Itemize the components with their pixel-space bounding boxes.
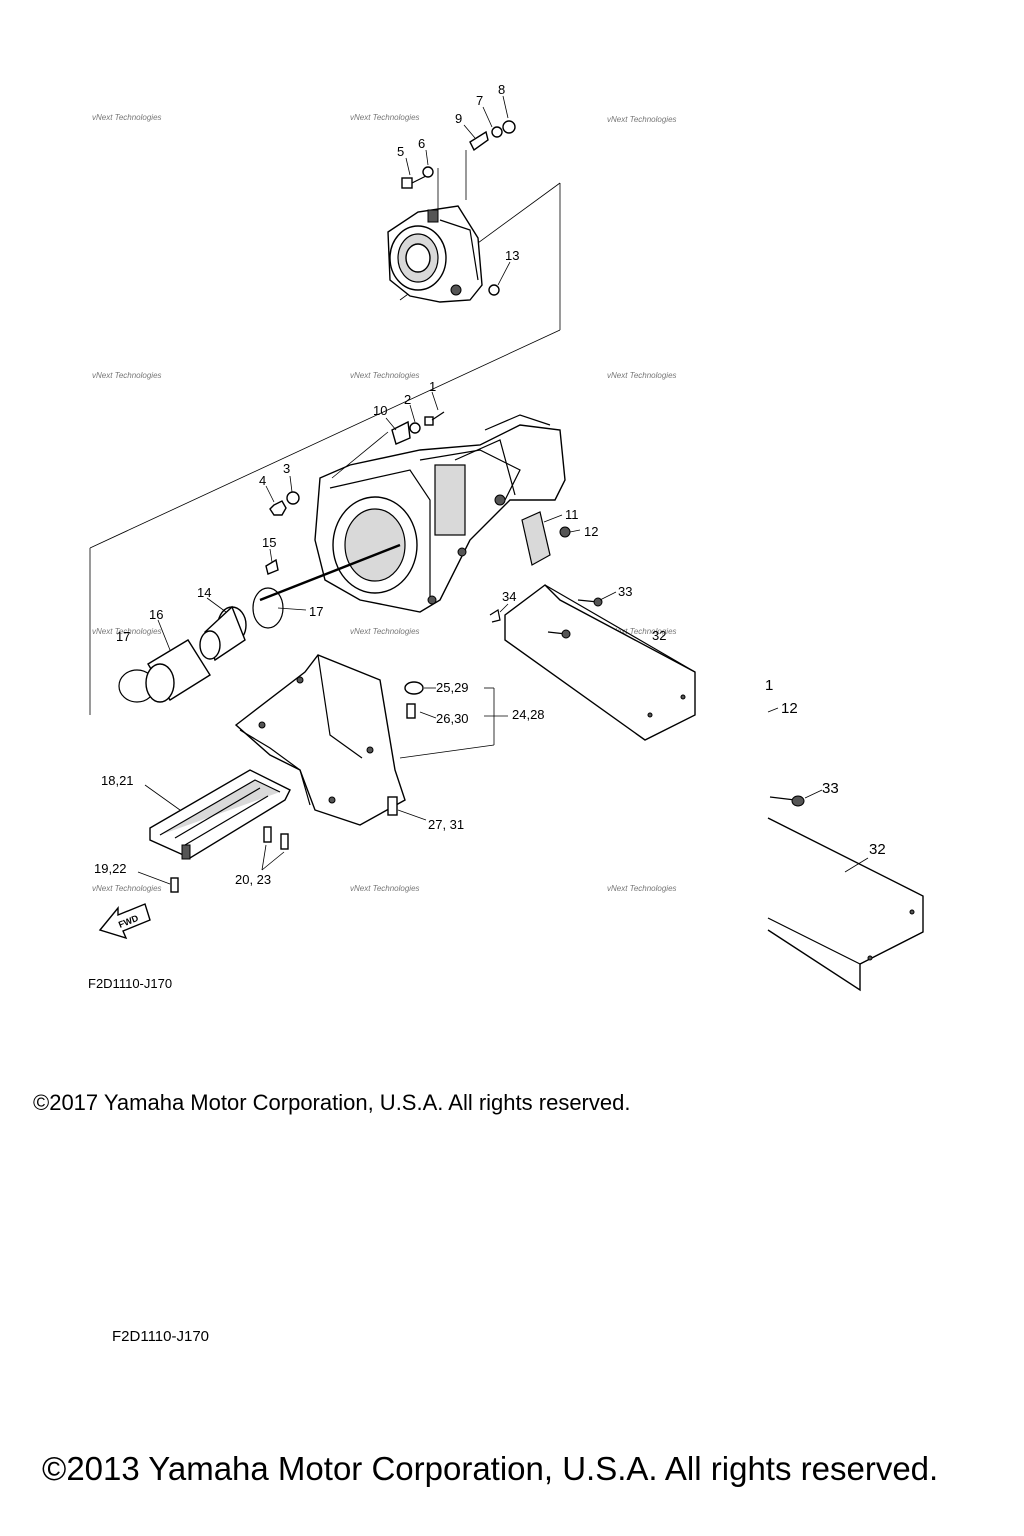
callout-label: 18,21 <box>101 773 134 788</box>
screw-15 <box>265 558 279 575</box>
block-11 <box>521 511 571 566</box>
watermark: vNext Technologies <box>350 371 420 380</box>
bolts-group <box>170 681 424 893</box>
shaft-boot-14 <box>199 605 247 662</box>
callout-label: 8 <box>498 82 505 97</box>
watermark-group: vNext Technologies vNext Technologies vN… <box>92 113 677 893</box>
leader-lines <box>137 95 617 885</box>
callout-label: 6 <box>418 136 425 151</box>
callout-label: 9 <box>455 111 462 126</box>
watermark: vNext Technologies <box>92 371 162 380</box>
callout-label: 15 <box>262 535 276 550</box>
intake-grate <box>234 654 406 826</box>
callout-label: 33 <box>618 584 632 599</box>
plate-32 <box>489 584 696 741</box>
callout-label: 34 <box>502 589 516 604</box>
callout-label: 5 <box>397 144 404 159</box>
inset-callout: 33 <box>822 780 839 797</box>
callout-label: 27, 31 <box>428 817 464 832</box>
callout-label: 10 <box>373 403 387 418</box>
callout-label: 3 <box>283 461 290 476</box>
impeller-housing <box>387 150 483 303</box>
fwd-arrow-icon: FWD <box>98 903 151 940</box>
callout-label: 4 <box>259 473 266 488</box>
ride-plate-18 <box>149 769 291 860</box>
hose-16 <box>145 639 211 703</box>
frame-lines <box>89 182 561 715</box>
inset-callout: 12 <box>781 700 798 717</box>
callout-label: 11 <box>565 507 579 522</box>
watermark: vNext Technologies <box>92 627 162 636</box>
watermark: vNext Technologies <box>350 627 420 636</box>
jet-pump-body <box>314 414 566 613</box>
copyright-2013: ©2013 Yamaha Motor Corporation, U.S.A. A… <box>42 1450 939 1487</box>
callout-label: 19,22 <box>94 861 127 876</box>
watermark: vNext Technologies <box>607 115 677 124</box>
watermark: vNext Technologies <box>607 884 677 893</box>
callout-label: 16 <box>149 607 163 622</box>
part-code-bottom: F2D1110-J170 <box>112 1328 210 1345</box>
watermark: vNext Technologies <box>350 884 420 893</box>
watermark: vNext Technologies <box>607 371 677 380</box>
watermark: vNext Technologies <box>92 884 162 893</box>
callout-label: 17 <box>309 604 323 619</box>
part-code: F2D1110-J170 <box>88 976 172 991</box>
callout-label: 24,28 <box>512 707 545 722</box>
callout-label: 25,29 <box>436 680 469 695</box>
callout-label: 14 <box>197 585 211 600</box>
watermark: vNext Technologies <box>92 113 162 122</box>
nut-washer-7-8 <box>469 120 516 152</box>
nut-13 <box>488 284 500 296</box>
callout-labels: 1 2 3 4 5 6 7 8 9 10 11 12 13 14 15 16 1… <box>94 82 666 887</box>
callout-label: 2 <box>404 392 411 407</box>
drive-shaft <box>259 543 401 602</box>
callout-label: 1 <box>429 379 436 394</box>
inset-callout: 1 <box>765 677 773 694</box>
callout-label: 17 <box>116 629 130 644</box>
callout-label: 26,30 <box>436 711 469 726</box>
callout-label: 13 <box>505 248 519 263</box>
bolt-1 <box>331 411 445 479</box>
watermark: vNext Technologies <box>350 113 420 122</box>
watermark: vNext Technologies <box>607 627 677 636</box>
callout-label: 32 <box>652 628 666 643</box>
callout-label: 7 <box>476 93 483 108</box>
bolt-5 <box>401 166 434 189</box>
copyright-2017: ©2017 Yamaha Motor Corporation, U.S.A. A… <box>33 1090 631 1115</box>
callout-label: 20, 23 <box>235 872 271 887</box>
nut-washer-3-4 <box>269 491 300 516</box>
callout-label: 12 <box>584 524 598 539</box>
inset-detail: 1 12 33 32 <box>765 677 924 992</box>
inset-callout: 32 <box>869 841 886 858</box>
